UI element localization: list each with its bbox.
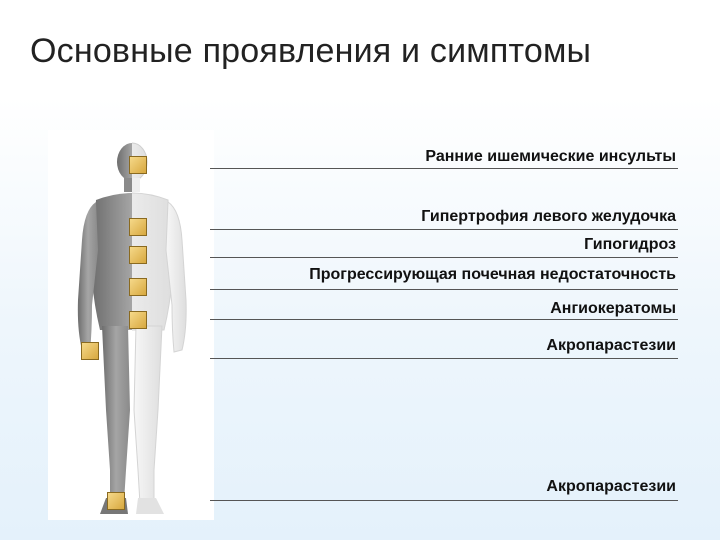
symptom-label: Акропарастезии <box>546 337 676 354</box>
symptom-row: Гипертрофия левого желудочка <box>210 208 678 230</box>
marker-hand <box>81 342 99 360</box>
slide-title: Основные проявления и симптомы <box>30 32 592 70</box>
symptom-row: Акропарастезии <box>210 478 678 501</box>
symptom-label: Прогрессирующая почечная недостаточность <box>309 266 676 283</box>
symptom-row: Акропарастезии <box>210 337 678 359</box>
marker-brain <box>129 156 147 174</box>
symptom-label: Акропарастезии <box>546 478 676 495</box>
symptom-row: Прогрессирующая почечная недостаточность <box>210 266 678 290</box>
human-body-figure <box>48 130 214 520</box>
marker-heart <box>129 218 147 236</box>
symptom-row: Ранние ишемические инсульты <box>210 148 678 169</box>
marker-abdomen <box>129 311 147 329</box>
marker-foot <box>107 492 125 510</box>
marker-skin <box>129 246 147 264</box>
symptom-label: Гипертрофия левого желудочка <box>421 208 676 225</box>
symptom-label: Ранние ишемические инсульты <box>425 148 676 165</box>
symptom-row: Ангиокератомы <box>210 300 678 320</box>
symptom-label: Ангиокератомы <box>550 300 676 317</box>
symptom-label: Гипогидроз <box>584 236 676 253</box>
marker-kidney <box>129 278 147 296</box>
symptom-row: Гипогидроз <box>210 236 678 258</box>
